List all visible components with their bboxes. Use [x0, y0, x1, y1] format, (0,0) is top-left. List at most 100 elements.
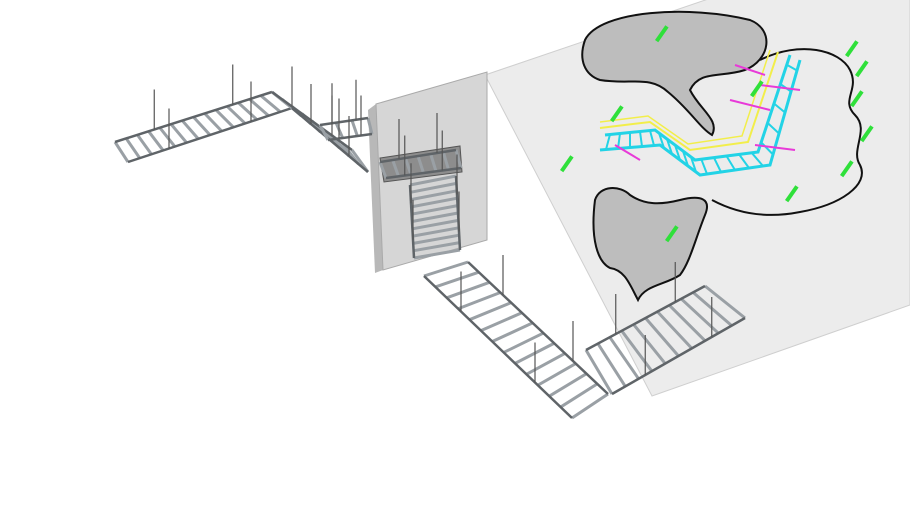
tray-rung	[318, 124, 330, 141]
tray-rung	[457, 291, 501, 311]
tray-rung	[416, 155, 425, 174]
cad-tray-rail	[599, 59, 802, 177]
cad-tray-rung	[666, 138, 673, 155]
ladder-tray-section	[318, 116, 374, 142]
tray-rung	[480, 311, 523, 332]
cad-text-label	[610, 105, 624, 123]
cad-text-label	[560, 155, 574, 173]
tray-rung	[203, 112, 223, 133]
tray-rung	[226, 105, 247, 125]
tray-side-rail	[423, 275, 573, 419]
tray-rung	[237, 101, 258, 121]
tray-rung	[704, 284, 746, 320]
wall-side-face	[368, 104, 383, 273]
tray-rung	[350, 119, 359, 137]
tray-side-rail	[467, 261, 609, 395]
tray-rung	[366, 117, 374, 135]
cad-tray-rail	[604, 54, 792, 162]
ladder-tray-section	[113, 90, 293, 164]
cad-text-label	[749, 80, 764, 98]
tray-rung	[169, 123, 188, 144]
tray-rung	[391, 159, 400, 177]
cad-tray-plan	[599, 49, 802, 177]
rock-outline-bottom	[592, 187, 708, 303]
cad-callout-arrow	[734, 64, 766, 76]
cad-drawing-sheet	[484, 0, 910, 397]
cad-tray-rung	[674, 144, 681, 161]
ladder-tray-section	[423, 260, 609, 420]
tray-rung	[668, 304, 707, 342]
tray-rung	[403, 157, 413, 176]
tray-rung	[692, 291, 733, 327]
cad-offset-line	[599, 49, 771, 145]
tray-rung	[158, 126, 177, 148]
ladder-tray-section	[271, 90, 370, 173]
tray-rung	[413, 248, 461, 260]
tray-rung	[434, 270, 480, 289]
cad-tray-rung	[738, 153, 750, 169]
cad-tray-rung	[690, 156, 697, 173]
tray-rung	[537, 362, 577, 387]
tray-side-rail	[271, 90, 353, 152]
tray-rung	[147, 130, 165, 152]
boundary-line	[711, 48, 863, 216]
cad-callout-arrow	[759, 84, 801, 91]
tray-rung	[441, 151, 450, 171]
tray-rung	[559, 382, 599, 409]
cad-tray-rung	[700, 158, 708, 175]
tray-rung	[644, 317, 680, 357]
cad-text-label	[785, 185, 799, 203]
tray-side-rail	[127, 106, 293, 164]
ladder-tray-section	[378, 148, 463, 180]
tray-rung	[548, 372, 588, 398]
tray-rung	[571, 392, 609, 420]
tray-rung	[446, 280, 491, 300]
tray-rung	[409, 174, 457, 187]
tray-rung	[410, 181, 457, 194]
cad-tray-rung	[605, 134, 611, 150]
tray-rung	[413, 241, 460, 253]
tray-rung	[214, 108, 235, 129]
cad-tray-rung	[682, 150, 689, 167]
tray-rung	[656, 310, 693, 350]
cad-callout-arrow	[754, 144, 796, 151]
cad-callout-arrow	[614, 144, 641, 161]
cad-text-label	[665, 225, 679, 243]
tray-rung	[412, 218, 459, 231]
tray-rung	[248, 98, 270, 117]
tray-rung	[454, 149, 463, 169]
tray-rung	[503, 331, 545, 354]
tray-rung	[423, 260, 469, 278]
tray-rung	[410, 189, 458, 202]
tray-rung	[136, 133, 153, 156]
cad-text-label	[859, 125, 874, 143]
cad-tray-rung	[766, 122, 780, 135]
cad-callout-arrow	[729, 99, 771, 111]
cad-tray-rung	[658, 132, 665, 149]
cad-offset-line	[599, 51, 779, 152]
tray-rung	[192, 115, 212, 137]
cad-tray-rung	[750, 152, 764, 167]
cad-annotations	[560, 25, 874, 243]
tray-rung	[429, 153, 438, 172]
cad-tray-rung	[725, 155, 736, 171]
tray-rung	[608, 336, 640, 380]
tray-rung	[584, 349, 614, 395]
cad-text-label	[844, 40, 859, 58]
tray-rung	[113, 141, 130, 163]
tray-rung	[411, 211, 459, 223]
tray-rung	[632, 323, 667, 365]
ladder-tray-section	[584, 284, 746, 396]
tray-side-rail	[327, 132, 373, 142]
threaded-rod-hangers	[153, 64, 713, 383]
tray-rung	[596, 342, 627, 388]
cad-tray-rung	[760, 141, 774, 156]
cad-tray-rung	[649, 130, 655, 146]
tray-side-rail	[319, 116, 369, 127]
tray-rung	[412, 226, 460, 238]
tray-rung	[412, 233, 460, 245]
tray-rung	[525, 352, 566, 376]
tray-side-rail	[385, 166, 462, 180]
